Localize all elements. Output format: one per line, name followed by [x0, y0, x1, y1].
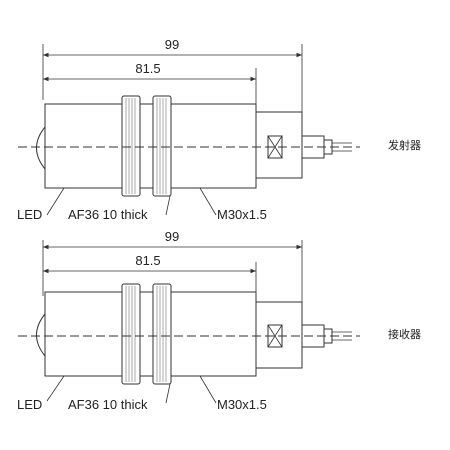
connector-window-cross	[267, 324, 283, 348]
nut-label: AF36 10 thick	[68, 207, 148, 222]
nut-label: AF36 10 thick	[68, 397, 148, 412]
led-label: LED	[17, 207, 42, 222]
sensor-body	[44, 291, 257, 377]
connector-window-cross	[267, 135, 283, 159]
nut-leader	[165, 195, 171, 216]
nut-left	[121, 95, 141, 197]
led-dome	[36, 313, 46, 357]
thread-leader	[199, 187, 217, 216]
emitter-view: 99 81.5 LED AF36 10 thick	[17, 37, 421, 222]
thread-leader	[199, 375, 217, 404]
connector-housing	[255, 301, 303, 369]
nut-right	[152, 95, 172, 197]
thread-label: M30x1.5	[217, 207, 267, 222]
emitter-label: 发射器	[388, 138, 421, 152]
led-dome	[36, 126, 46, 170]
led-leader	[46, 187, 65, 216]
receiver-view: 99 81.5 LED AF36 10 thick M30x1.5 接收器	[17, 229, 421, 412]
thread-label: M30x1.5	[217, 397, 267, 412]
sensor-body	[44, 103, 257, 189]
nut-knurling	[125, 98, 167, 194]
led-leader	[46, 375, 65, 402]
body-length-label: 81.5	[135, 61, 160, 76]
nut-left	[121, 283, 141, 385]
nut-right	[152, 283, 172, 385]
overall-length-label: 99	[165, 37, 179, 52]
led-label: LED	[17, 397, 42, 412]
receiver-label: 接收器	[388, 327, 421, 341]
body-length-label: 81.5	[135, 253, 160, 268]
nut-knurling	[125, 286, 167, 382]
nut-leader	[165, 383, 171, 404]
overall-length-label: 99	[165, 229, 179, 244]
